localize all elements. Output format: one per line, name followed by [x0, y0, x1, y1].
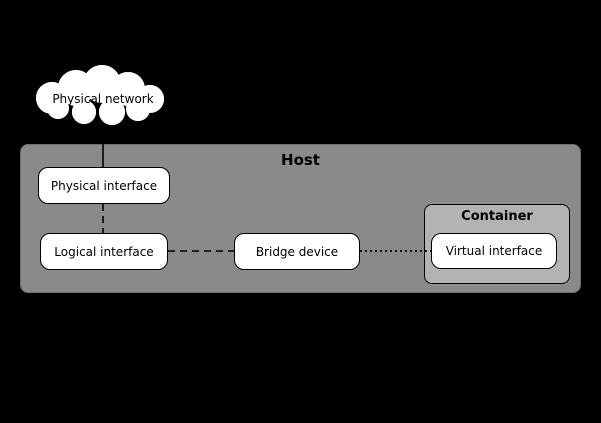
container-label: Container [461, 209, 533, 224]
physical-network-label: Physical network [52, 92, 153, 106]
node-physical-interface: Physical interface [38, 167, 170, 204]
node-virtual-interface: Virtual interface [431, 233, 557, 269]
node-bridge-device: Bridge device [234, 233, 360, 270]
host-label: Host [281, 151, 320, 169]
node-logical-interface: Logical interface [40, 233, 168, 270]
physical-network-cloud-icon: Physical network [34, 63, 166, 127]
